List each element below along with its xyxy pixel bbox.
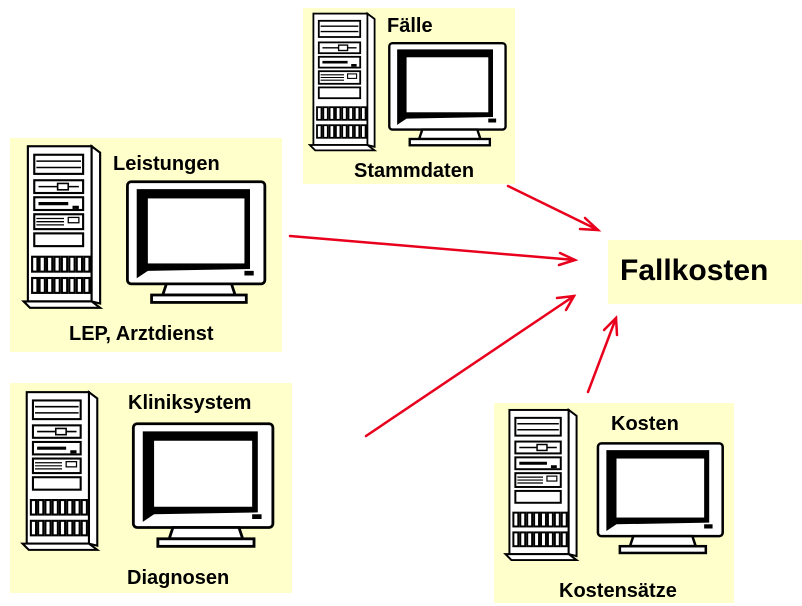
node-kosten-subtitle: Kostensätze (559, 580, 677, 602)
node-faelle-title: Fälle (387, 15, 433, 37)
arrow-klinik-to-fallkosten (364, 294, 577, 438)
arrow-leistungen-to-fallkosten (288, 234, 579, 267)
node-leistungen-title: Leistungen (113, 153, 220, 175)
node-klinik-subtitle: Diagnosen (127, 567, 230, 589)
arrow-kosten-to-fallkosten (586, 315, 619, 394)
arrow-faelle-to-fallkosten (506, 184, 602, 232)
node-leistungen-subtitle: LEP, Arztdienst (69, 323, 214, 345)
node-kosten-title: Kosten (611, 413, 679, 435)
node-faelle-subtitle: Stammdaten (354, 160, 475, 182)
fallkosten-target-panel (608, 240, 802, 304)
node-klinik-title: Kliniksystem (128, 392, 252, 414)
fallkosten-target-label: Fallkosten (620, 254, 769, 287)
